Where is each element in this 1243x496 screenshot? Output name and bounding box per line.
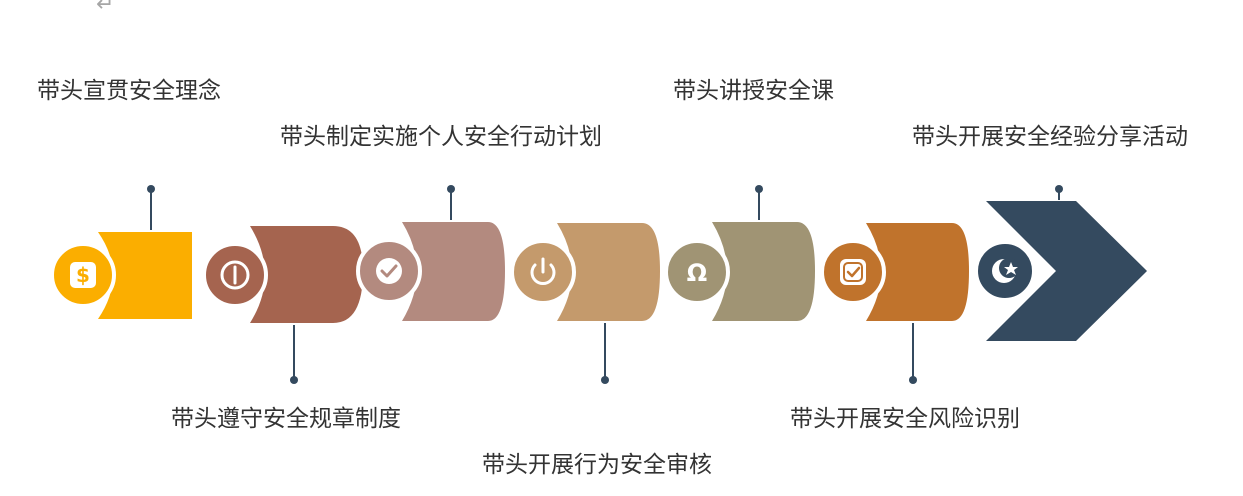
step-5-shape — [712, 222, 815, 321]
step-5-label: 带头讲授安全课 — [673, 78, 834, 104]
step-3-label: 带头制定实施个人安全行动计划 — [280, 124, 602, 150]
step-1-shape — [98, 232, 192, 319]
step-3-shape — [402, 222, 505, 321]
step-1: $ — [50, 185, 192, 319]
step-1-label: 带头宣贯安全理念 — [37, 78, 221, 104]
step-7-connector-dot — [1055, 185, 1063, 193]
svg-text:Ω: Ω — [687, 259, 707, 287]
step-7-shape — [986, 201, 1147, 341]
step-4 — [510, 223, 660, 384]
step-2-connector-dot — [290, 376, 298, 384]
step-5-badge — [664, 239, 730, 305]
step-2-label: 带头遵守安全规章制度 — [171, 406, 401, 432]
dollar-icon: $ — [70, 262, 96, 288]
step-4-label: 带头开展行为安全审核 — [482, 452, 712, 478]
paragraph-return-mark: ↵ — [96, 0, 115, 17]
step-5-connector-dot — [755, 185, 763, 193]
check-circle-icon — [376, 258, 402, 284]
step-3-connector-dot — [447, 185, 455, 193]
power-circle-icon — [220, 260, 250, 290]
step-3 — [356, 185, 505, 321]
step-4-connector-dot — [601, 376, 609, 384]
omega-icon: Ω — [687, 259, 707, 287]
star-crescent-icon — [992, 258, 1019, 283]
step-2 — [202, 226, 363, 384]
step-6-connector-dot — [909, 376, 917, 384]
step-5: Ω — [664, 185, 815, 321]
check-square-icon — [840, 259, 866, 285]
svg-text:$: $ — [76, 263, 90, 287]
step-7 — [974, 185, 1147, 341]
step-6-shape — [866, 223, 969, 321]
step-6 — [820, 223, 969, 384]
step-2-shape — [250, 226, 363, 323]
step-6-label: 带头开展安全风险识别 — [790, 406, 1020, 432]
step-7-label: 带头开展安全经验分享活动 — [912, 124, 1188, 150]
step-4-shape — [557, 223, 660, 321]
power-icon — [530, 257, 556, 285]
step-1-connector-dot — [147, 185, 155, 193]
